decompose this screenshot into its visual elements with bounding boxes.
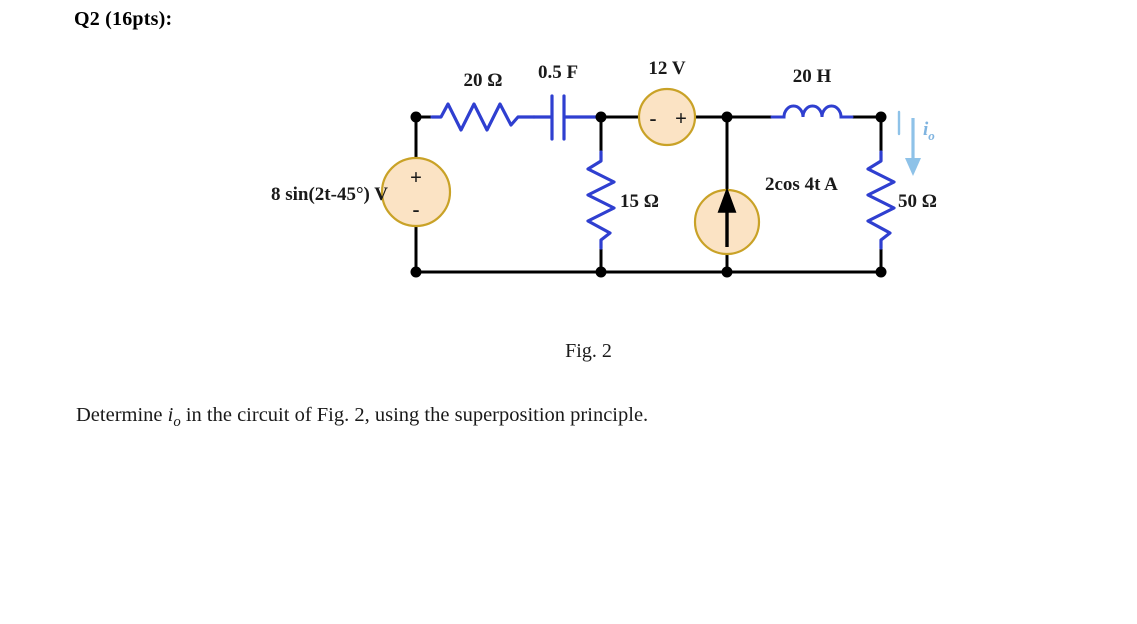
prompt-io-letter: i <box>167 404 174 426</box>
v12-minus-sign: - <box>650 106 657 130</box>
current-arrow-head <box>717 187 737 213</box>
current-source-arrow <box>717 187 737 247</box>
current-source-2cos4t <box>693 187 761 256</box>
capacitor-symbol <box>532 94 603 141</box>
resistor-50-ohm-symbol <box>866 150 896 250</box>
io-subscript: o <box>928 128 935 143</box>
node-bottom-left <box>410 266 422 278</box>
node-bottom-right-mid <box>721 266 733 278</box>
label-05f: 0.5 F <box>538 62 578 83</box>
node-top-right <box>875 111 887 123</box>
node-bottom-right <box>875 266 887 278</box>
v12-plus-sign: + <box>675 106 687 130</box>
circuit-nodes <box>410 111 887 278</box>
label-2cos4t: 2cos 4t A <box>765 174 838 195</box>
label-15ohm: 15 Ω <box>620 191 659 212</box>
node-bottom-mid <box>595 266 607 278</box>
io-current-arrow <box>897 110 921 176</box>
node-top-left <box>410 111 422 123</box>
resistor-15-ohm-symbol <box>586 150 616 250</box>
inductor-coils <box>770 104 854 119</box>
question-prompt: Determine io in the circuit of Fig. 2, u… <box>76 404 648 431</box>
label-8sin-source: 8 sin(2t-45°) V <box>271 184 388 205</box>
figure-caption-row: Fig. 2 <box>0 340 1137 363</box>
vsource-minus-sign: - <box>413 197 420 221</box>
io-label: io <box>923 119 935 143</box>
prompt-io-subscript: o <box>173 414 181 431</box>
voltage-source-8sin: + - <box>380 156 452 228</box>
circuit-diagram: - + 12 V 20 H 15 Ω 50 Ω <box>0 40 1000 310</box>
prompt-after: in the circuit of Fig. 2, using the supe… <box>180 404 649 426</box>
figure-caption: Fig. 2 <box>565 340 612 362</box>
label-12v: 12 V <box>648 58 685 79</box>
node-top-mid <box>595 111 607 123</box>
voltage-source-12v-circle <box>637 87 697 147</box>
resistor-15-zigzag <box>586 150 616 250</box>
voltage-source-12v: - + <box>637 87 697 147</box>
resistor-20-zigzag <box>430 102 536 132</box>
inductor-20h-symbol <box>770 104 854 119</box>
circuit-svg: - + 12 V 20 H 15 Ω 50 Ω <box>271 58 937 278</box>
prompt-before: Determine <box>76 404 168 426</box>
io-symbol: i <box>923 119 929 140</box>
io-arrow-head <box>905 158 921 176</box>
label-20h: 20 H <box>793 66 832 87</box>
resistor-50-zigzag <box>866 150 896 250</box>
node-top-right-mid <box>721 111 733 123</box>
resistor-20-ohm-symbol <box>430 102 536 132</box>
label-50ohm: 50 Ω <box>898 191 937 212</box>
prompt-io-symbol: io <box>167 404 181 430</box>
label-20ohm: 20 Ω <box>464 70 503 91</box>
vsource-plus-sign: + <box>410 165 422 189</box>
question-title: Q2 (16pts): <box>74 8 173 30</box>
voltage-source-8sin-circle <box>380 156 452 228</box>
